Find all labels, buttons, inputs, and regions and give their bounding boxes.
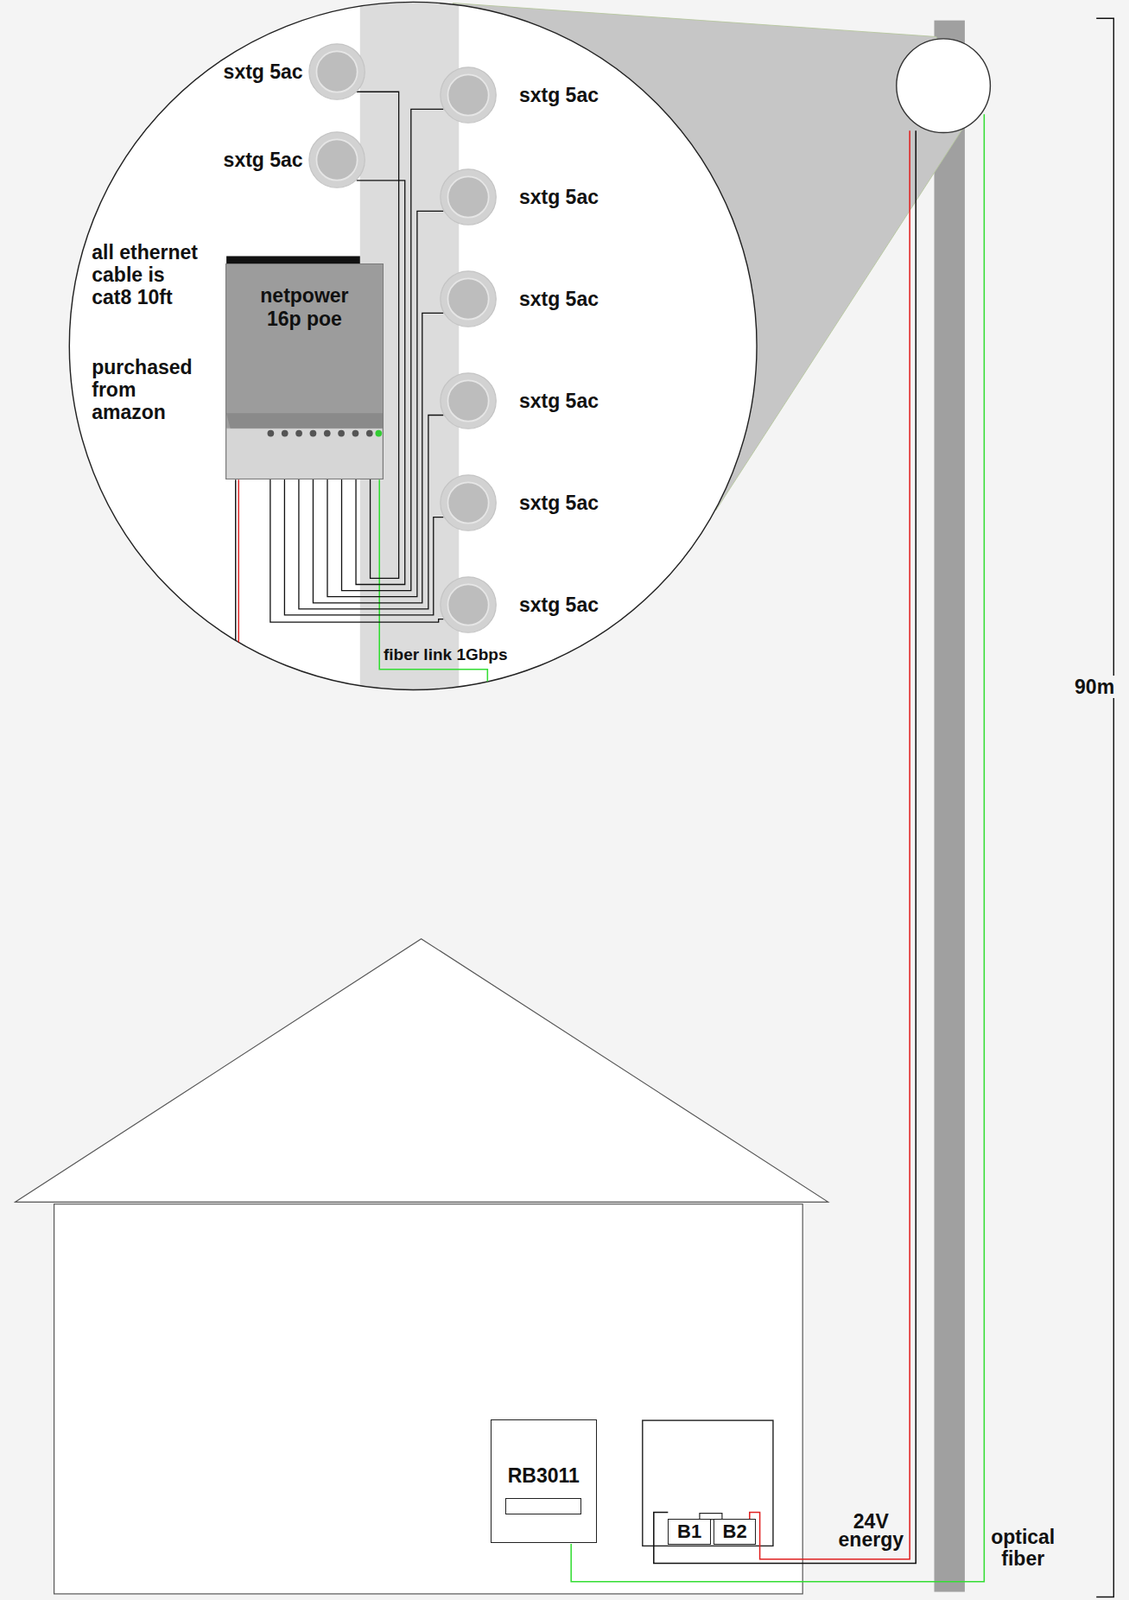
power-wire-red	[749, 130, 910, 1560]
switch-port	[281, 429, 289, 437]
switch-port	[374, 429, 382, 437]
antenna-face	[447, 482, 489, 523]
ethernet-cable	[312, 312, 444, 603]
switch-port	[366, 429, 374, 437]
port-strip	[226, 427, 383, 479]
node-label: sxtg 5ac	[223, 148, 304, 172]
antenna-node: sxtg 5ac	[439, 168, 497, 226]
antenna-disc	[439, 66, 497, 124]
node-label: sxtg 5ac	[519, 491, 599, 515]
battery-terminal	[699, 1513, 723, 1520]
antenna-node: sxtg 5ac	[439, 576, 497, 634]
antenna-rim	[440, 373, 496, 429]
port-strip-lip	[226, 412, 383, 429]
node-label: sxtg 5ac	[519, 82, 599, 107]
switch-port	[352, 429, 360, 437]
power-wire-black	[653, 130, 916, 1563]
antenna-node: sxtg 5ac	[439, 270, 497, 328]
antenna-disc	[439, 474, 497, 532]
height-bracket	[1096, 18, 1114, 1597]
poe-switch-box: netpower 16p poe	[225, 263, 384, 480]
antenna-rim	[440, 577, 496, 633]
note-text: purchased from amazon	[91, 355, 206, 424]
dimension-label: 90m	[1072, 675, 1117, 698]
house-wall	[54, 1204, 804, 1594]
link-label: fiber link 1Gbps	[383, 645, 508, 665]
antenna-rim	[440, 67, 496, 123]
node-label: sxtg 5ac	[519, 593, 599, 617]
power-lead-red	[238, 479, 240, 694]
ethernet-cable	[298, 415, 444, 609]
antenna-rim	[440, 271, 496, 327]
node-label: sxtg 5ac	[519, 286, 599, 311]
node-label: sxtg 5ac	[519, 184, 599, 209]
battery-cell: B1	[667, 1518, 711, 1545]
node-label: sxtg 5ac	[223, 59, 304, 83]
wire-label: optical fiber	[983, 1526, 1063, 1570]
ethernet-cable	[270, 479, 444, 622]
antenna-face	[447, 584, 489, 626]
switch-port	[309, 429, 317, 437]
tower-pole	[933, 20, 965, 1593]
antenna-disc	[439, 372, 497, 430]
power-lead-black	[234, 479, 236, 694]
antenna-face	[316, 139, 357, 181]
antenna-disc	[439, 576, 497, 634]
switch-top-bar	[226, 255, 361, 264]
ethernet-cable	[356, 91, 400, 578]
antenna-disc	[439, 168, 497, 226]
switch-port	[295, 429, 303, 437]
ethernet-cable	[355, 180, 406, 585]
antenna-face	[316, 50, 357, 92]
antenna-face	[447, 380, 489, 421]
mast-band	[360, 0, 460, 694]
switch-port-panel	[226, 264, 383, 479]
antenna-node: sxtg 5ac	[308, 43, 366, 101]
antenna-rim	[308, 43, 364, 99]
ethernet-cable	[284, 479, 444, 616]
ethernet-cable	[327, 210, 444, 597]
antenna-node: sxtg 5ac	[439, 66, 497, 124]
antenna-node: sxtg 5ac	[439, 474, 497, 532]
house-roof	[15, 938, 829, 1203]
mast-top-circle	[896, 38, 991, 134]
antenna-rim	[308, 132, 364, 188]
optical-fiber-wire	[570, 114, 984, 1581]
note-text: all ethernet cable is cat8 10ft	[91, 241, 206, 309]
node-label: netpower 16p poe	[250, 284, 359, 331]
switch-port	[323, 429, 331, 437]
antenna-node: sxtg 5ac	[308, 131, 366, 189]
router-port-bank	[505, 1497, 581, 1515]
antenna-face	[447, 176, 489, 217]
switch-port	[266, 429, 274, 437]
antenna-rim	[440, 475, 496, 531]
node-label: RB3011	[491, 1420, 597, 1488]
wire-label: 24V energy	[833, 1512, 908, 1549]
antenna-disc	[308, 131, 366, 189]
node-label: B1	[677, 1521, 702, 1542]
battery-cell: B2	[713, 1518, 755, 1545]
antenna-face	[447, 278, 489, 319]
battery-cabinet	[642, 1420, 774, 1546]
node-label: sxtg 5ac	[519, 388, 599, 413]
router-box: RB3011	[490, 1419, 597, 1543]
antenna-disc	[308, 43, 366, 101]
antenna-rim	[440, 169, 496, 225]
node-label: B2	[723, 1521, 748, 1542]
zoom-outline	[69, 1, 757, 690]
antenna-face	[447, 74, 489, 115]
switch-port	[337, 429, 345, 437]
antenna-node: sxtg 5ac	[439, 372, 497, 430]
antenna-disc	[439, 270, 497, 328]
